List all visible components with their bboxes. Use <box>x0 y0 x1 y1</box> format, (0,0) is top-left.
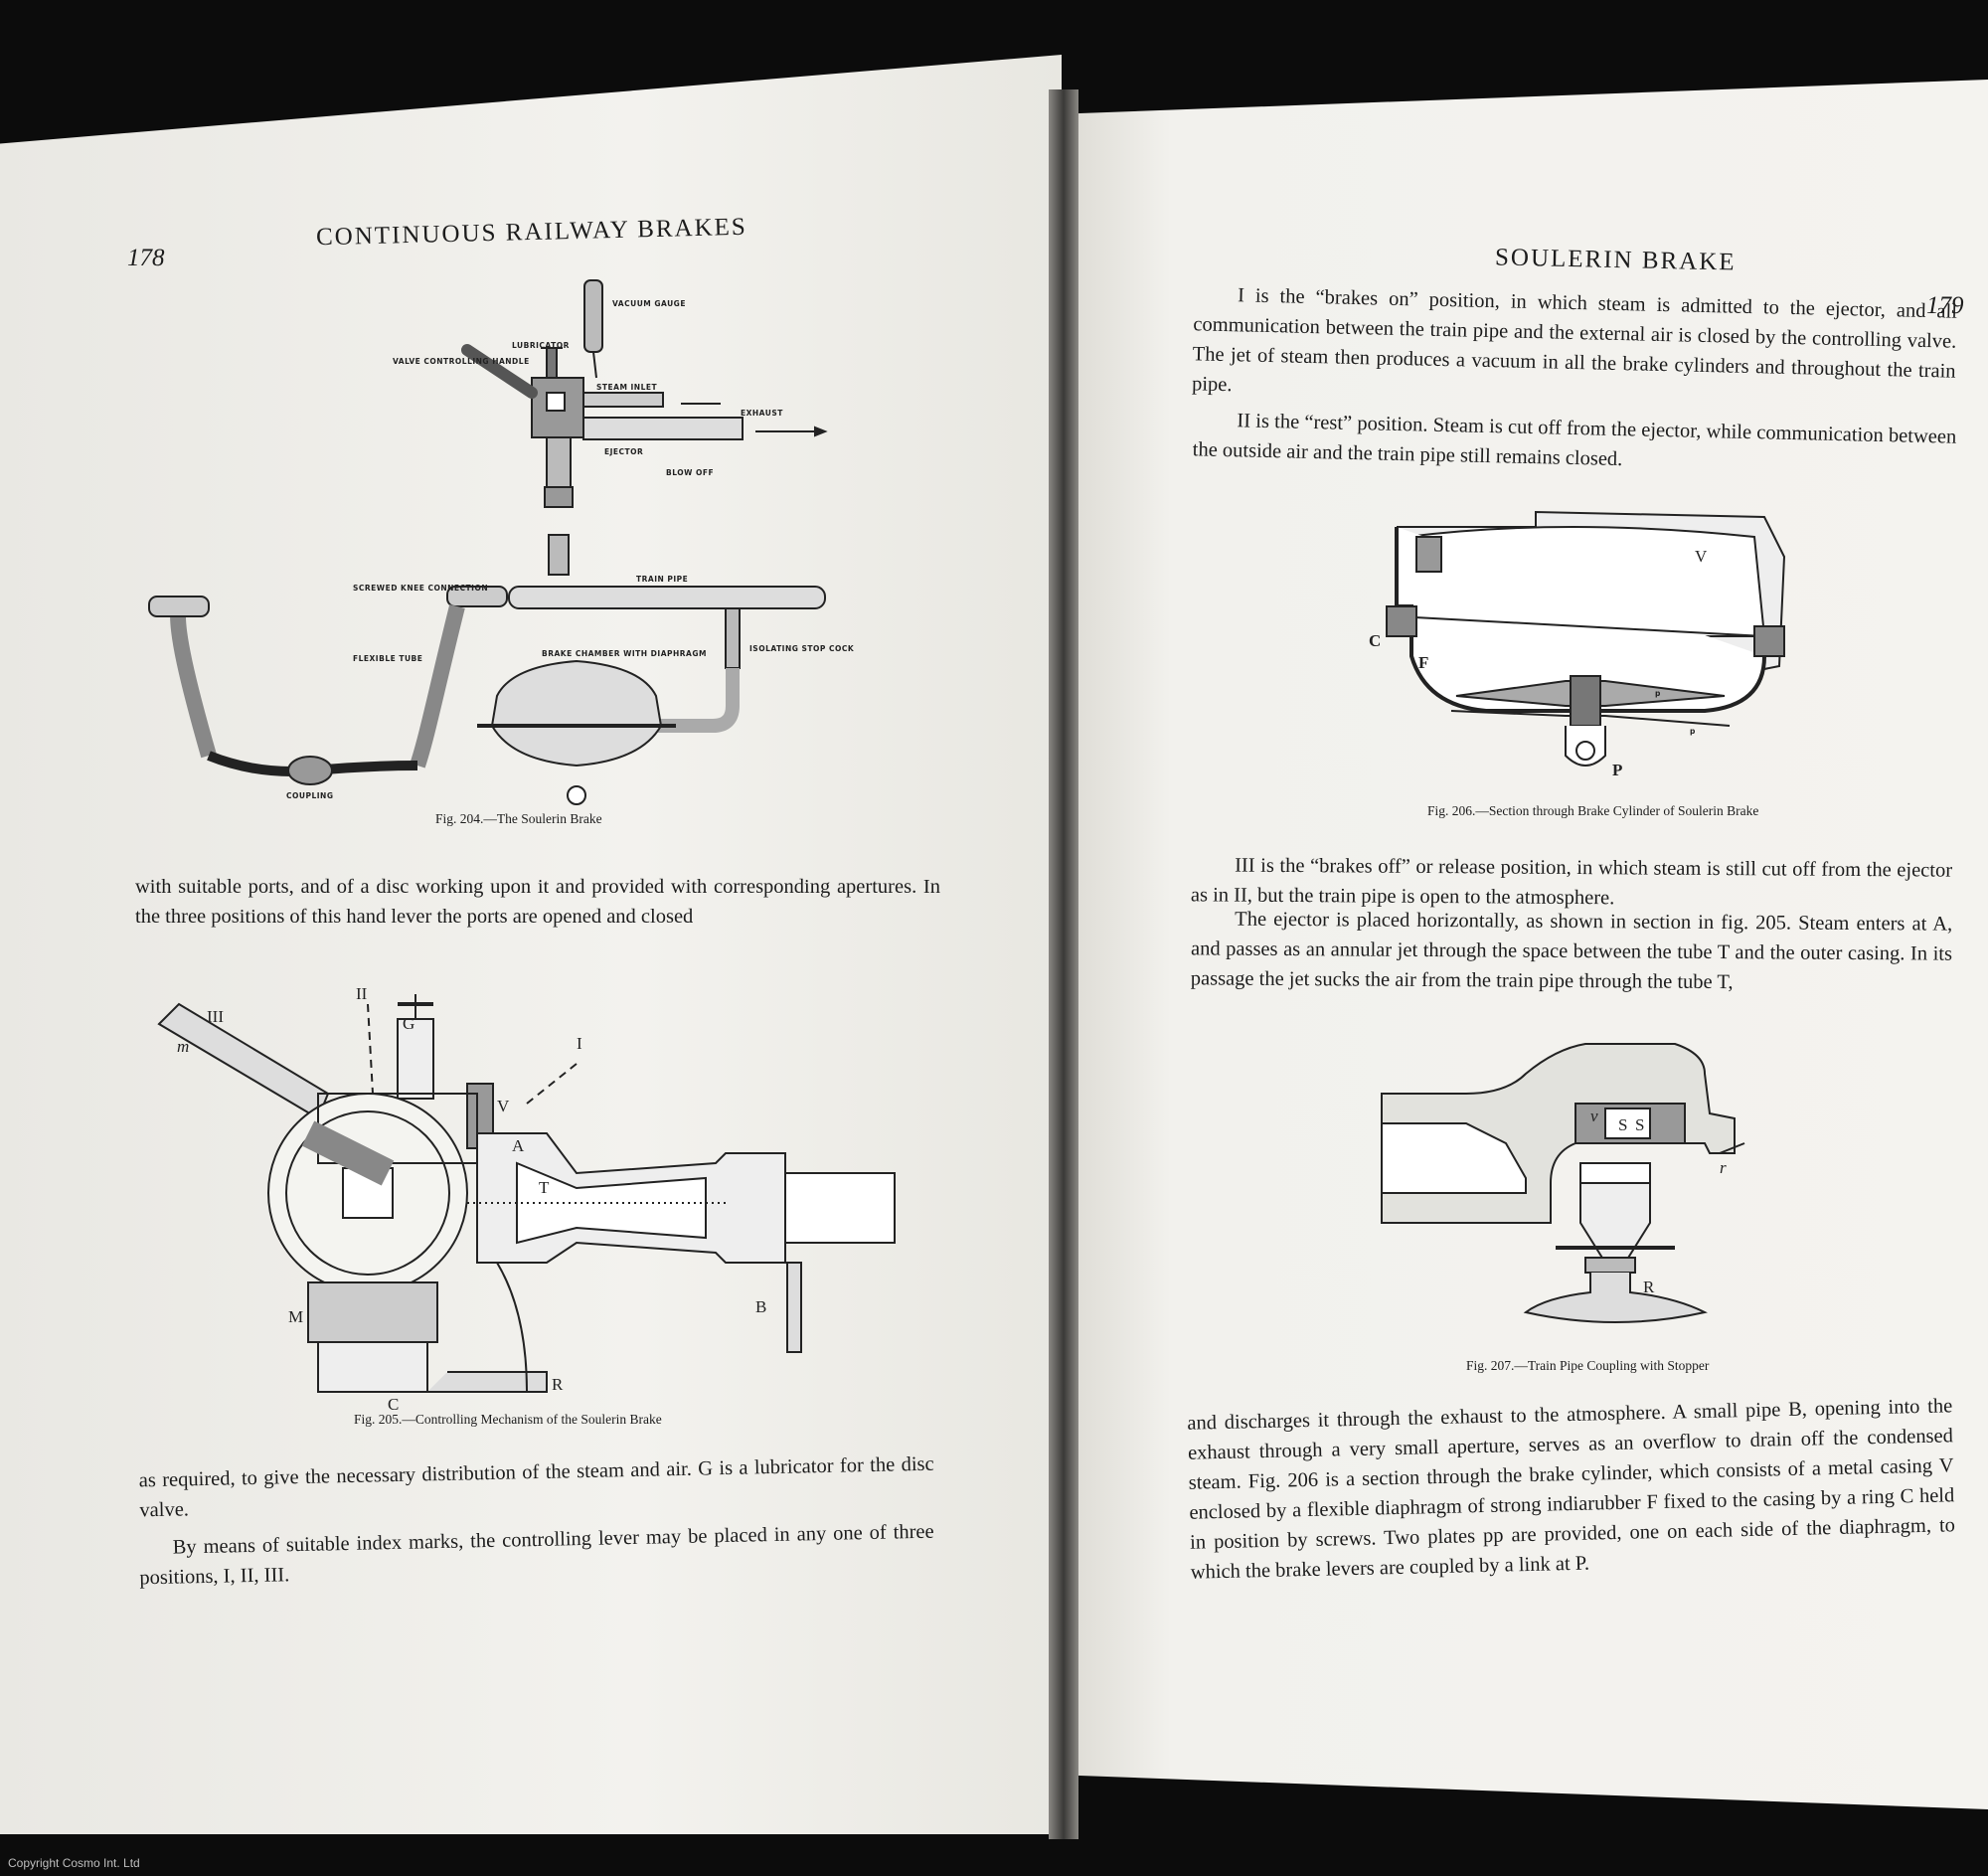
running-head-right: SOULERIN BRAKE <box>1494 244 1737 276</box>
fig205-label-A: A <box>512 1136 525 1155</box>
fig205-label-I: I <box>577 1034 582 1053</box>
label-vacuum-gauge: VACUUM GAUGE <box>612 299 686 308</box>
figure-207-diagram: S S r R v <box>1381 1043 1745 1323</box>
left-page <box>0 55 1062 1834</box>
fig206-label-p1: p <box>1655 689 1661 698</box>
fig205-label-m: m <box>177 1037 189 1056</box>
fig205-label-G: G <box>403 1014 414 1033</box>
fig206-label-P: P <box>1612 761 1622 779</box>
label-screwed-knee: SCREWED KNEE CONNECTION <box>353 584 488 593</box>
book-gutter <box>1049 89 1078 1839</box>
fig207-label-S2: S <box>1635 1115 1644 1134</box>
page-number-right: 179 <box>1926 292 1964 319</box>
fig204-caption: Fig. 204.—The Soulerin Brake <box>435 811 602 826</box>
label-ejector: EJECTOR <box>604 447 643 456</box>
figure-204-diagram: VACUUM GAUGE LUBRICATOR VALVE CONTROLLIN… <box>148 279 854 805</box>
fig205-label-II: II <box>356 984 368 1003</box>
fig207-caption: Fig. 207.—Train Pipe Coupling with Stopp… <box>1466 1358 1710 1373</box>
fig205-label-R: R <box>552 1375 564 1394</box>
fig205-label-C: C <box>388 1395 399 1414</box>
label-isolating-cock: ISOLATING STOP COCK <box>749 644 855 653</box>
label-flexible-tube: FLEXIBLE TUBE <box>353 654 422 663</box>
right-paragraph-4: The ejector is placed horizontally, as s… <box>1190 908 1953 994</box>
right-page <box>1060 80 1988 1809</box>
fig206-label-V: V <box>1695 547 1708 566</box>
right-paragraph-5: and discharges it through the exhaust to… <box>1187 1395 1956 1584</box>
label-brake-chamber: BRAKE CHAMBER WITH DIAPHRAGM <box>542 649 707 658</box>
figure-206-diagram: V C F P p p <box>1369 510 1786 779</box>
copyright-notice: Copyright Cosmo Int. Ltd <box>8 1856 140 1870</box>
fig205-label-V: V <box>497 1097 510 1115</box>
fig206-label-C: C <box>1369 631 1381 650</box>
fig205-caption: Fig. 205.—Controlling Mechanism of the S… <box>354 1412 662 1427</box>
label-coupling: COUPLING <box>286 791 333 800</box>
fig205-label-T: T <box>539 1178 550 1197</box>
label-lubricator: LUBRICATOR <box>512 341 570 350</box>
label-exhaust: EXHAUST <box>741 409 783 418</box>
fig205-label-III: III <box>207 1007 224 1026</box>
left-paragraph-1: with suitable ports, and of a disc worki… <box>135 876 940 928</box>
label-steam-inlet: STEAM INLET <box>596 383 657 392</box>
fig207-label-S1: S <box>1618 1115 1627 1134</box>
fig206-label-p2: p <box>1690 727 1696 736</box>
figure-205-diagram: III m II G I V A T B M C R <box>157 984 896 1414</box>
right-paragraph-1: I is the “brakes on” position, in which … <box>1191 284 1958 397</box>
fig207-label-r: r <box>1720 1158 1727 1177</box>
label-valve-handle: VALVE CONTROLLING HANDLE <box>393 357 530 366</box>
fig205-label-B: B <box>755 1297 766 1316</box>
fig207-label-R: R <box>1643 1278 1655 1296</box>
label-train-pipe: TRAIN PIPE <box>636 575 688 584</box>
fig206-label-F: F <box>1418 653 1428 672</box>
label-blow-off: BLOW OFF <box>666 468 714 477</box>
fig205-label-M: M <box>288 1307 303 1326</box>
fig207-label-v: v <box>1590 1107 1598 1125</box>
page-number-left: 178 <box>127 245 165 271</box>
fig206-caption: Fig. 206.—Section through Brake Cylinder… <box>1427 803 1759 818</box>
